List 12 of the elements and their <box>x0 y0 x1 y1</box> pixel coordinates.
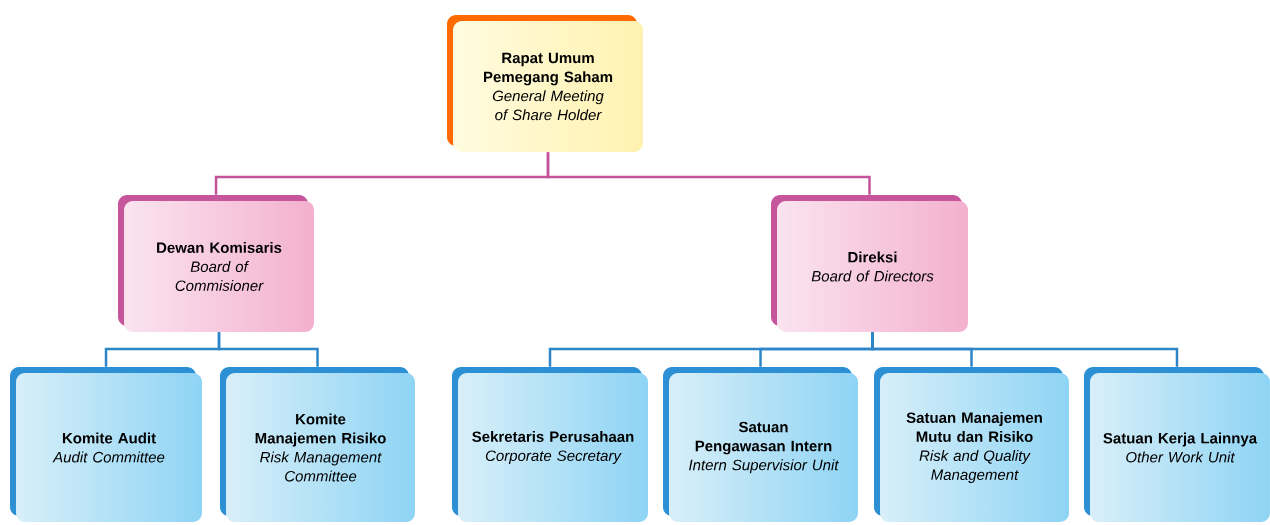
org-box: Direksi Board of Directors <box>771 195 968 332</box>
top-box: Rapat Umum Pemegang Saham General Meeting of Share Holder <box>447 15 643 152</box>
connector-line <box>217 332 319 367</box>
connector-line <box>871 332 1179 367</box>
org-box: Satuan Kerja Lainnya Other Work Unit <box>1084 367 1270 522</box>
org-box: Komite Manajemen Risiko Risk Management Committee <box>220 367 415 522</box>
org-box: Sekretaris Perusahaan Corporate Secretary <box>452 367 648 522</box>
org-box: Satuan Manajemen Mutu dan Risiko Risk and Quality Management <box>874 367 1069 522</box>
connector-line <box>546 152 871 195</box>
org-box: Komite Audit Audit Committee <box>10 367 202 522</box>
org-box: Dewan Komisaris Board of Commisioner <box>118 195 314 332</box>
org-box: Satuan Pengawasan Intern Intern Supervisior Unit <box>663 367 858 522</box>
